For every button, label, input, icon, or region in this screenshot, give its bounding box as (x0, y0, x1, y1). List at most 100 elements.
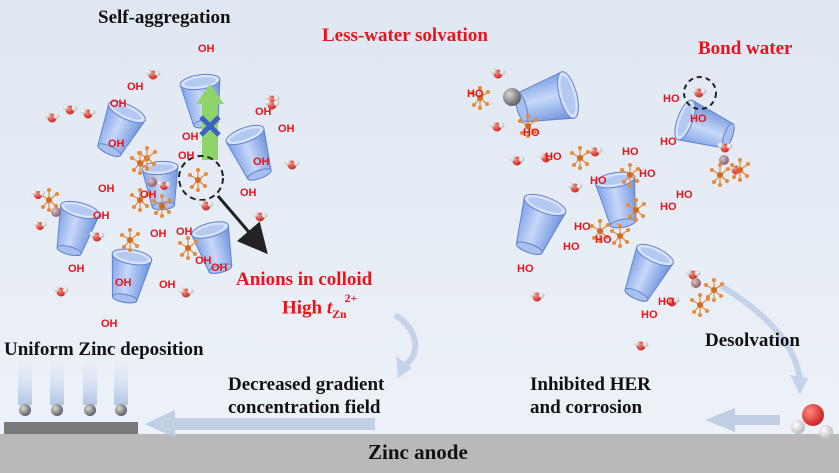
hydroxyl-label: HO (545, 151, 562, 163)
anion (152, 194, 172, 218)
high-t-zn-label: High tZn2+ (282, 292, 357, 322)
hydroxyl-label: HO (690, 113, 707, 125)
anion (710, 163, 730, 187)
water-molecule (717, 142, 733, 153)
her-arrow (705, 408, 780, 432)
anion (620, 163, 640, 187)
high-t-symbol: t (326, 297, 333, 319)
anion (690, 293, 710, 317)
hydroxyl-label: OH (159, 279, 176, 291)
water-molecule (53, 286, 69, 297)
desolvation-label: Desolvation (705, 330, 800, 351)
water-molecule (178, 287, 194, 298)
hydroxyl-label: OH (140, 189, 157, 201)
gradient-arrow (145, 410, 375, 438)
water-molecule (490, 68, 506, 79)
hydroxyl-label: OH (176, 226, 193, 238)
hydroxyl-label: OH (108, 138, 125, 150)
hydroxyl-label: HO (658, 296, 675, 308)
hydroxyl-label: HO (574, 221, 591, 233)
decreased-gradient-label: Decreased gradient concentration field (228, 374, 385, 419)
hydroxyl-label: HO (676, 189, 693, 201)
hydroxyl-label: HO (641, 309, 658, 321)
anion (130, 188, 150, 212)
solvated-cation (147, 177, 157, 187)
water-molecule (157, 181, 171, 190)
anion (518, 114, 538, 138)
solvated-cation (691, 278, 701, 288)
zinc-deposit-layer (4, 422, 138, 434)
anion (130, 151, 150, 175)
less-water-solvation-label: Less-water solvation (322, 25, 488, 46)
water-molecule (80, 108, 96, 119)
water-molecule (33, 221, 47, 230)
hydroxyl-label: OH (255, 106, 272, 118)
inhibited-her-label: Inhibited HER and corrosion (530, 374, 651, 419)
anions-in-colloid-label: Anions in colloid (236, 269, 373, 290)
anion (470, 86, 490, 110)
water-molecule (89, 231, 105, 242)
bond-water-circle (683, 76, 717, 110)
hydroxyl-label: OH (240, 187, 257, 199)
hydroxyl-label: OH (182, 131, 199, 143)
hydroxyl-label: OH (115, 277, 132, 289)
deposition-beams (18, 360, 128, 405)
cyclodextrin-cup (515, 193, 567, 255)
water-molecule (587, 146, 603, 157)
zinc-deposits (19, 404, 127, 416)
anion (120, 228, 140, 252)
curved-arrow-right (718, 282, 803, 381)
water-molecule (264, 99, 280, 110)
hydroxyl-label: OH (211, 262, 228, 274)
decreased-gradient-line2: concentration field (228, 396, 381, 418)
cyclodextrin-cup (97, 100, 146, 157)
zinc-ion (503, 88, 521, 106)
solvated-cation (719, 155, 729, 165)
pointer-arrow (216, 195, 268, 255)
self-aggregation-label: Self-aggregation (98, 7, 231, 28)
hydroxyl-label: OH (101, 318, 118, 330)
hydroxyl-label: HO (517, 263, 534, 275)
water-molecule (567, 182, 583, 193)
water-molecule (529, 291, 545, 302)
water-molecule (489, 121, 505, 132)
hydroxyl-label: HO (660, 136, 677, 148)
hydroxyl-label: HO (622, 146, 639, 158)
cyclodextrin-cup (515, 71, 579, 123)
hydroxyl-label: OH (178, 150, 195, 162)
high-t-superscript: 2+ (344, 292, 358, 305)
hydroxyl-label: OH (253, 156, 270, 168)
cyclodextrin-cup (225, 124, 272, 181)
water-molecule (198, 200, 214, 211)
hydroxyl-label: HO (467, 88, 484, 100)
high-t-prefix: High (282, 297, 327, 319)
hydroxyl-label: HO (660, 201, 677, 213)
molecules-layer (31, 68, 750, 351)
hydroxyl-label: OH (93, 210, 110, 222)
zinc-anode-slab (0, 434, 839, 473)
water-molecule (62, 104, 78, 115)
hydroxyl-label: OH (127, 81, 144, 93)
water-molecule (44, 112, 60, 123)
anion (178, 236, 198, 260)
anion (730, 158, 750, 182)
anion-highlight-circle (178, 155, 224, 201)
water-molecule (31, 190, 45, 199)
uniform-zinc-deposition-label: Uniform Zinc deposition (4, 339, 204, 360)
hydroxyl-label: HO (563, 241, 580, 253)
hydroxyl-label: OH (98, 183, 115, 195)
cyclodextrin-cup (190, 221, 233, 274)
water-molecule (252, 211, 268, 222)
hydroxyl-label: HO (590, 175, 607, 187)
hydroxyl-label: HO (595, 234, 612, 246)
cyclodextrin-cup (56, 200, 101, 257)
hydroxyl-label: OH (68, 263, 85, 275)
zinc-anode-label: Zinc anode (368, 440, 468, 464)
curved-arrow-left (393, 312, 419, 368)
blocked-up-arrow (196, 84, 224, 160)
decreased-gradient-line1: Decreased gradient (228, 374, 385, 395)
water-molecule (145, 69, 161, 80)
anion (610, 224, 630, 248)
anion (626, 198, 646, 222)
